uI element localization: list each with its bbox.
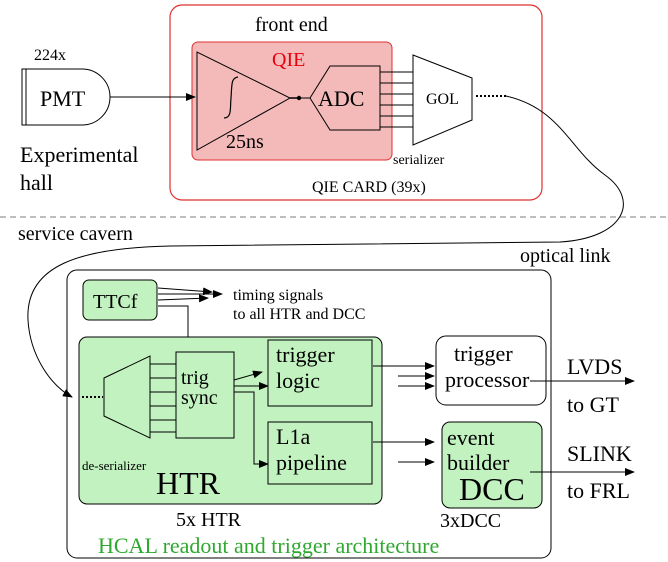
l1a-pipeline-label-line2: pipeline bbox=[276, 450, 347, 475]
gol-label: GOL bbox=[426, 91, 459, 108]
dcc-box bbox=[441, 421, 543, 509]
trig-sync-label-line1: trig bbox=[181, 367, 209, 389]
l1a-pipeline-box bbox=[267, 421, 373, 485]
event-builder-label-line2: builder bbox=[447, 450, 510, 475]
adc-label: ADC bbox=[318, 86, 364, 111]
front-end-label: front end bbox=[255, 14, 328, 36]
serializer-label: serializer bbox=[393, 153, 445, 168]
trig-sync-box bbox=[175, 351, 235, 439]
logic-to-processor-arrows bbox=[373, 362, 435, 390]
trigger-logic-box bbox=[267, 339, 373, 407]
adc-block bbox=[309, 65, 381, 131]
trigger-processor-box bbox=[435, 335, 547, 406]
htr-label: HTR bbox=[156, 465, 221, 501]
trigger-logic-label-line2: logic bbox=[276, 368, 320, 393]
dcc-label: DCC bbox=[459, 471, 525, 507]
lvds-label-line2: to GT bbox=[567, 392, 620, 417]
trigger-logic-label-line1: trigger bbox=[276, 342, 335, 367]
architecture-title: HCAL readout and trigger architecture bbox=[98, 533, 439, 558]
slink-label-line2: to FRL bbox=[567, 478, 630, 503]
qie-junction-dot bbox=[296, 95, 302, 101]
timing-signals-line2: to all HTR and DCC bbox=[233, 306, 365, 323]
deserializer-label: de-serializer bbox=[82, 458, 147, 473]
experimental-hall-label-line2: hall bbox=[20, 170, 53, 195]
adc-output-lines bbox=[380, 71, 413, 128]
lvds-label-line1: LVDS bbox=[567, 354, 622, 379]
dcc-count-label: 3xDCC bbox=[440, 510, 501, 532]
htr-count-label: 5x HTR bbox=[176, 509, 242, 531]
deserializer-output-lines bbox=[150, 363, 176, 433]
optical-link-label: optical link bbox=[520, 245, 611, 267]
qie-card-label: QIE CARD (39x) bbox=[312, 179, 426, 196]
timing-signals-line1: timing signals bbox=[233, 287, 323, 304]
ttcf-box bbox=[82, 279, 158, 321]
timing-signal-arrows bbox=[157, 287, 223, 351]
pmt-count-label: 224x bbox=[34, 47, 66, 64]
gol-serializer bbox=[412, 54, 473, 146]
qie-label: QIE bbox=[272, 49, 305, 71]
l1a-pipeline-label-line1: L1a bbox=[276, 424, 310, 449]
pmt-box bbox=[21, 68, 111, 126]
trigger-processor-label-line1: trigger bbox=[454, 341, 513, 366]
pipeline-to-dcc-arrows bbox=[373, 438, 435, 466]
sync-to-logic-arrows bbox=[233, 370, 269, 468]
event-builder-label-line1: event bbox=[447, 425, 495, 450]
service-cavern-label: service cavern bbox=[18, 223, 133, 245]
trig-sync-label-line2: sync bbox=[181, 387, 218, 409]
readout-crate-box bbox=[66, 269, 552, 559]
experimental-hall-label-line1: Experimental bbox=[20, 142, 139, 167]
integrator-triangle bbox=[196, 51, 292, 151]
integral-icon bbox=[223, 76, 239, 119]
qie-card-box bbox=[169, 4, 543, 201]
pmt-label: PMT bbox=[40, 86, 86, 111]
trigger-processor-label-line2: processor bbox=[445, 367, 530, 392]
deserializer bbox=[103, 355, 151, 439]
optical-link-fiber bbox=[27, 95, 624, 398]
ttcf-label: TTCf bbox=[93, 291, 138, 313]
integrator-time-label: 25ns bbox=[226, 131, 264, 153]
slink-label-line1: SLINK bbox=[567, 441, 632, 466]
